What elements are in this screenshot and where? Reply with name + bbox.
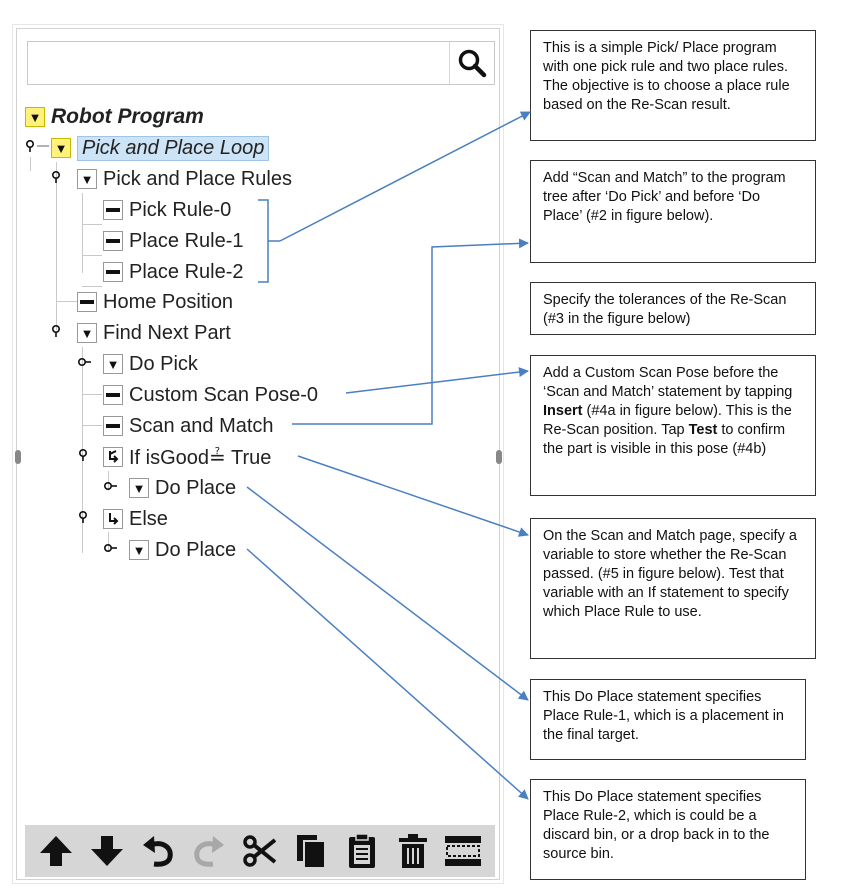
collapse-toggle-icon[interactable]: ▼ [51, 138, 71, 158]
tree-node-place-rule-2[interactable]: Place Rule-2 [103, 257, 244, 287]
paste-icon [348, 833, 375, 868]
note-custom-scan-pose: Add a Custom Scan Pose before the ‘Scan … [530, 355, 816, 496]
breakpoint-pin-icon[interactable] [103, 542, 117, 554]
note-tolerances: Specify the tolerances of the Re-Scan (#… [530, 282, 816, 335]
tree-node-if-statement[interactable]: If isGood≟ True [103, 442, 271, 472]
program-tree-panel: ▼ Robot Program ▼ Pick and Place Loop ▼ … [12, 24, 504, 884]
collapse-toggle-icon[interactable]: ▼ [129, 540, 149, 560]
note-add-scan-and-match: Add “Scan and Match” to the program tree… [530, 160, 816, 263]
move-down-button[interactable] [86, 830, 128, 872]
breakpoint-pin-icon[interactable] [77, 511, 89, 523]
search-input[interactable] [34, 48, 438, 78]
breakpoint-pin-icon[interactable] [50, 171, 62, 183]
leaf-node-icon [103, 231, 123, 251]
breakpoint-pin-icon[interactable] [103, 480, 117, 492]
copy-icon [296, 835, 326, 869]
breakpoint-pin-icon[interactable] [24, 140, 36, 152]
if-branch-icon [103, 447, 123, 467]
move-up-button[interactable] [35, 830, 77, 872]
tree-node-pick-rule-0[interactable]: Pick Rule-0 [103, 195, 231, 225]
undo-button[interactable] [137, 830, 179, 872]
program-toolbar [25, 825, 495, 877]
tree-node-scan-and-match[interactable]: Scan and Match [103, 411, 274, 441]
note-do-place-rule-2: This Do Place statement specifies Place … [530, 779, 806, 880]
breakpoint-pin-icon[interactable] [77, 449, 89, 461]
tree-node-do-place-1[interactable]: ▼ Do Place [129, 473, 236, 503]
leaf-node-icon [103, 385, 123, 405]
right-scroll-handle[interactable] [496, 450, 502, 464]
suppress-button[interactable] [442, 830, 484, 872]
search-icon [458, 49, 487, 78]
tree-node-find-next-part[interactable]: ▼ Find Next Part [77, 318, 231, 348]
collapse-toggle-icon[interactable]: ▼ [103, 354, 123, 374]
suppress-icon [445, 836, 482, 866]
collapse-toggle-icon[interactable]: ▼ [129, 478, 149, 498]
leaf-node-icon [77, 292, 97, 312]
search-field[interactable] [27, 41, 495, 85]
tree-node-do-pick[interactable]: ▼ Do Pick [103, 349, 198, 379]
breakpoint-pin-icon[interactable] [77, 356, 91, 368]
note-scan-and-match-variable: On the Scan and Match page, specify a va… [530, 518, 816, 659]
tree-node-do-place-2[interactable]: ▼ Do Place [129, 535, 236, 565]
left-scroll-handle[interactable] [15, 450, 21, 464]
note-simple-program: This is a simple Pick/ Place program wit… [530, 30, 816, 141]
tree-node-robot-program[interactable]: ▼ Robot Program [25, 102, 204, 132]
tree-node-custom-scan-pose[interactable]: Custom Scan Pose-0 [103, 380, 318, 410]
delete-icon [398, 834, 427, 868]
collapse-toggle-icon[interactable]: ▼ [25, 107, 45, 127]
cut-button[interactable] [239, 830, 281, 872]
move-down-icon [91, 836, 124, 866]
paste-button[interactable] [341, 830, 383, 872]
tree-node-place-rule-1[interactable]: Place Rule-1 [103, 226, 244, 256]
leaf-node-icon [103, 200, 123, 220]
leaf-node-icon [103, 416, 123, 436]
delete-button[interactable] [392, 830, 434, 872]
program-tree: ▼ Robot Program ▼ Pick and Place Loop ▼ … [17, 29, 499, 879]
cut-icon [243, 835, 277, 867]
leaf-node-icon [103, 262, 123, 282]
note-do-place-rule-1: This Do Place statement specifies Place … [530, 679, 806, 760]
redo-button[interactable] [188, 830, 230, 872]
tree-node-pick-and-place-loop[interactable]: ▼ Pick and Place Loop [51, 133, 270, 163]
tree-node-home-position[interactable]: Home Position [77, 287, 233, 317]
undo-icon [143, 836, 173, 867]
search-button[interactable] [449, 42, 494, 84]
breakpoint-pin-icon[interactable] [50, 325, 62, 337]
collapse-toggle-icon[interactable]: ▼ [77, 169, 97, 189]
tree-node-pick-and-place-rules[interactable]: ▼ Pick and Place Rules [77, 164, 292, 194]
else-branch-icon [103, 509, 123, 529]
redo-icon [194, 836, 225, 867]
move-up-icon [40, 836, 73, 866]
tree-node-else[interactable]: Else [103, 504, 168, 534]
collapse-toggle-icon[interactable]: ▼ [77, 323, 97, 343]
copy-button[interactable] [290, 830, 332, 872]
